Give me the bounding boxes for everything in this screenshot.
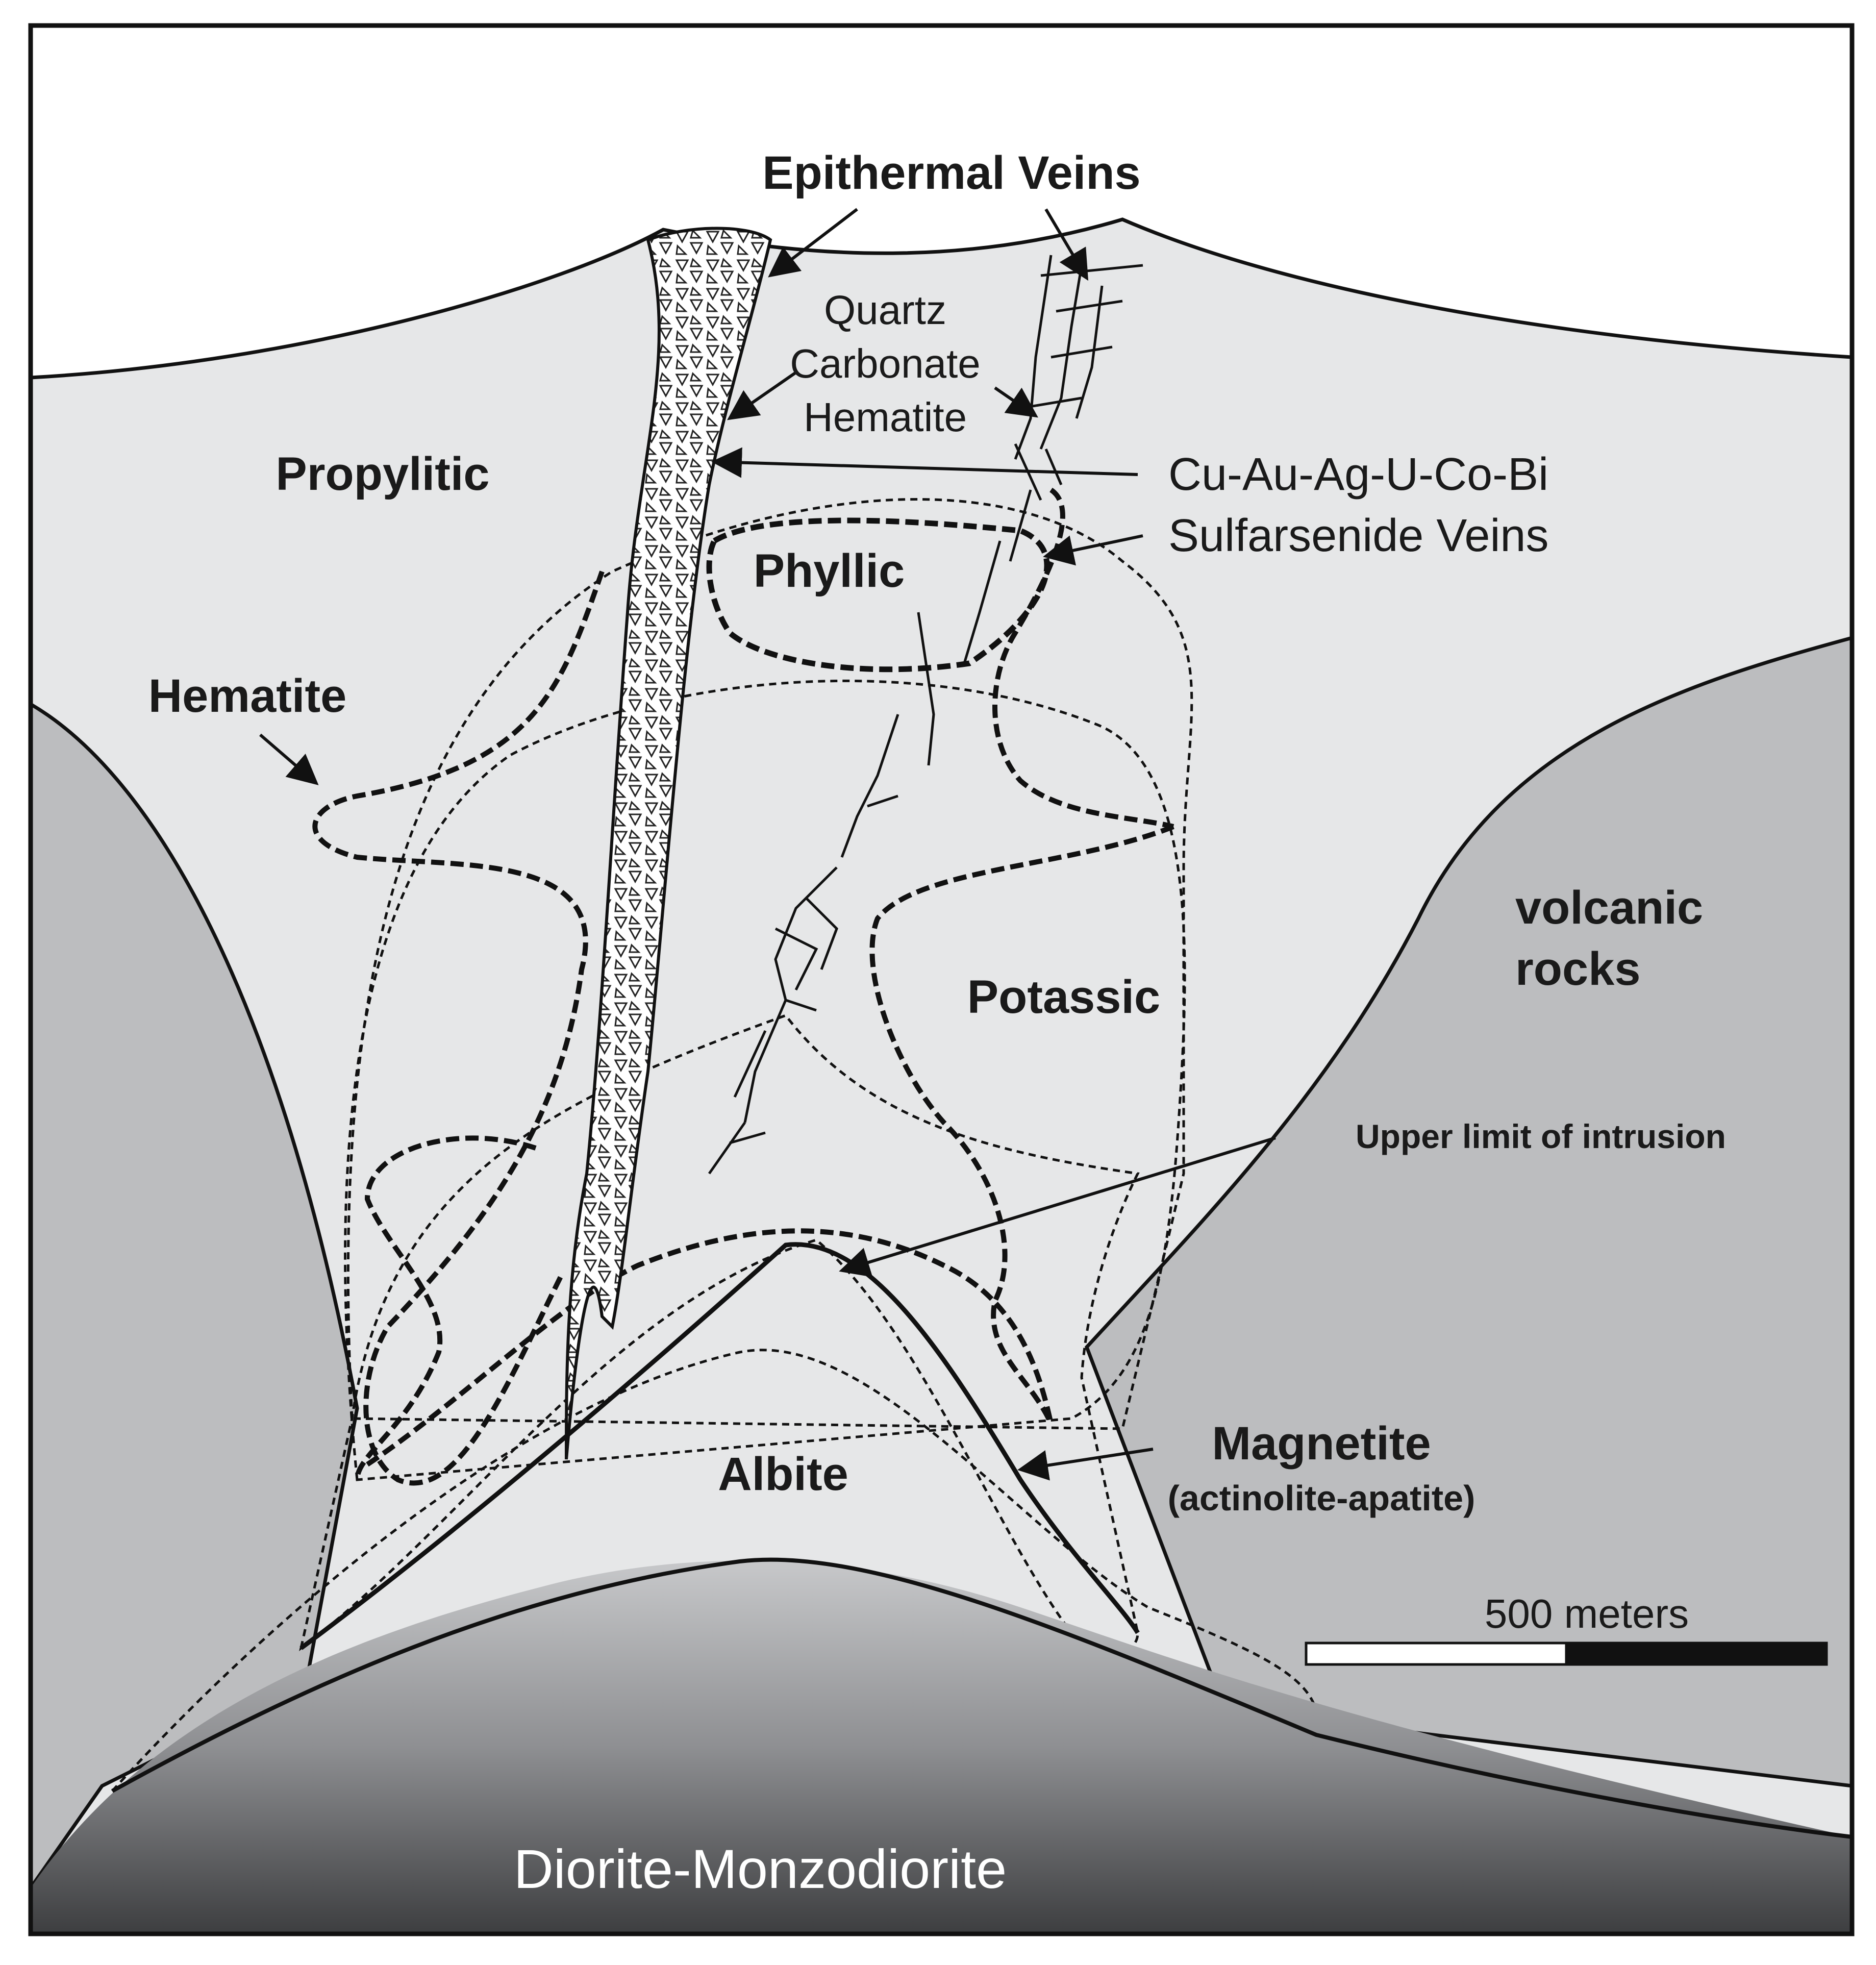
label-albite: Albite	[718, 1448, 848, 1500]
label-volcanic: volcanic	[1515, 882, 1703, 934]
diorite-contact-line	[111, 1557, 1853, 1839]
potassic-boundary-left	[355, 1135, 537, 1480]
label-potassic: Potassic	[967, 971, 1160, 1023]
potassic-zone	[344, 679, 1186, 1481]
label-hematite-vein: Hematite	[804, 394, 967, 440]
upper-limit-line	[299, 1242, 1140, 1650]
label-hematite: Hematite	[148, 670, 347, 722]
magnetite-boundary	[366, 1228, 1054, 1467]
label-magnetite-sub: (actinolite-apatite)	[1168, 1478, 1475, 1518]
frame	[28, 23, 1855, 1936]
label-scale: 500 meters	[1485, 1591, 1689, 1636]
volcanic-rocks-right	[1084, 635, 1854, 1788]
label-propylitic: Propylitic	[276, 448, 489, 500]
hematite-boundary	[312, 570, 605, 1486]
label-upper-limit: Upper limit of intrusion	[1356, 1117, 1726, 1155]
label-cu-au: Cu-Au-Ag-U-Co-Bi	[1168, 449, 1548, 500]
callout-arrows	[259, 208, 1276, 1481]
breccia-pipe	[565, 227, 772, 1460]
label-diorite: Diorite-Monzodiorite	[514, 1838, 1007, 1900]
label-sulfarsenide: Sulfarsenide Veins	[1168, 510, 1549, 561]
label-rocks: rocks	[1515, 943, 1641, 995]
phyllic-boundary	[706, 517, 1050, 673]
phyllic-halo	[346, 498, 1193, 1430]
label-quartz: Quartz	[824, 287, 946, 333]
scale-bar	[1305, 1641, 1828, 1666]
label-magnetite: Magnetite	[1212, 1417, 1431, 1470]
label-carbonate: Carbonate	[790, 341, 981, 386]
diorite-intrusion	[31, 1560, 1852, 1934]
label-phyllic: Phyllic	[754, 545, 905, 597]
volcanic-rocks-left	[29, 701, 359, 1894]
albite-zone	[111, 1349, 1319, 1793]
potassic-boundary-right	[869, 824, 1174, 1425]
label-epithermal-veins: Epithermal Veins	[762, 147, 1140, 199]
